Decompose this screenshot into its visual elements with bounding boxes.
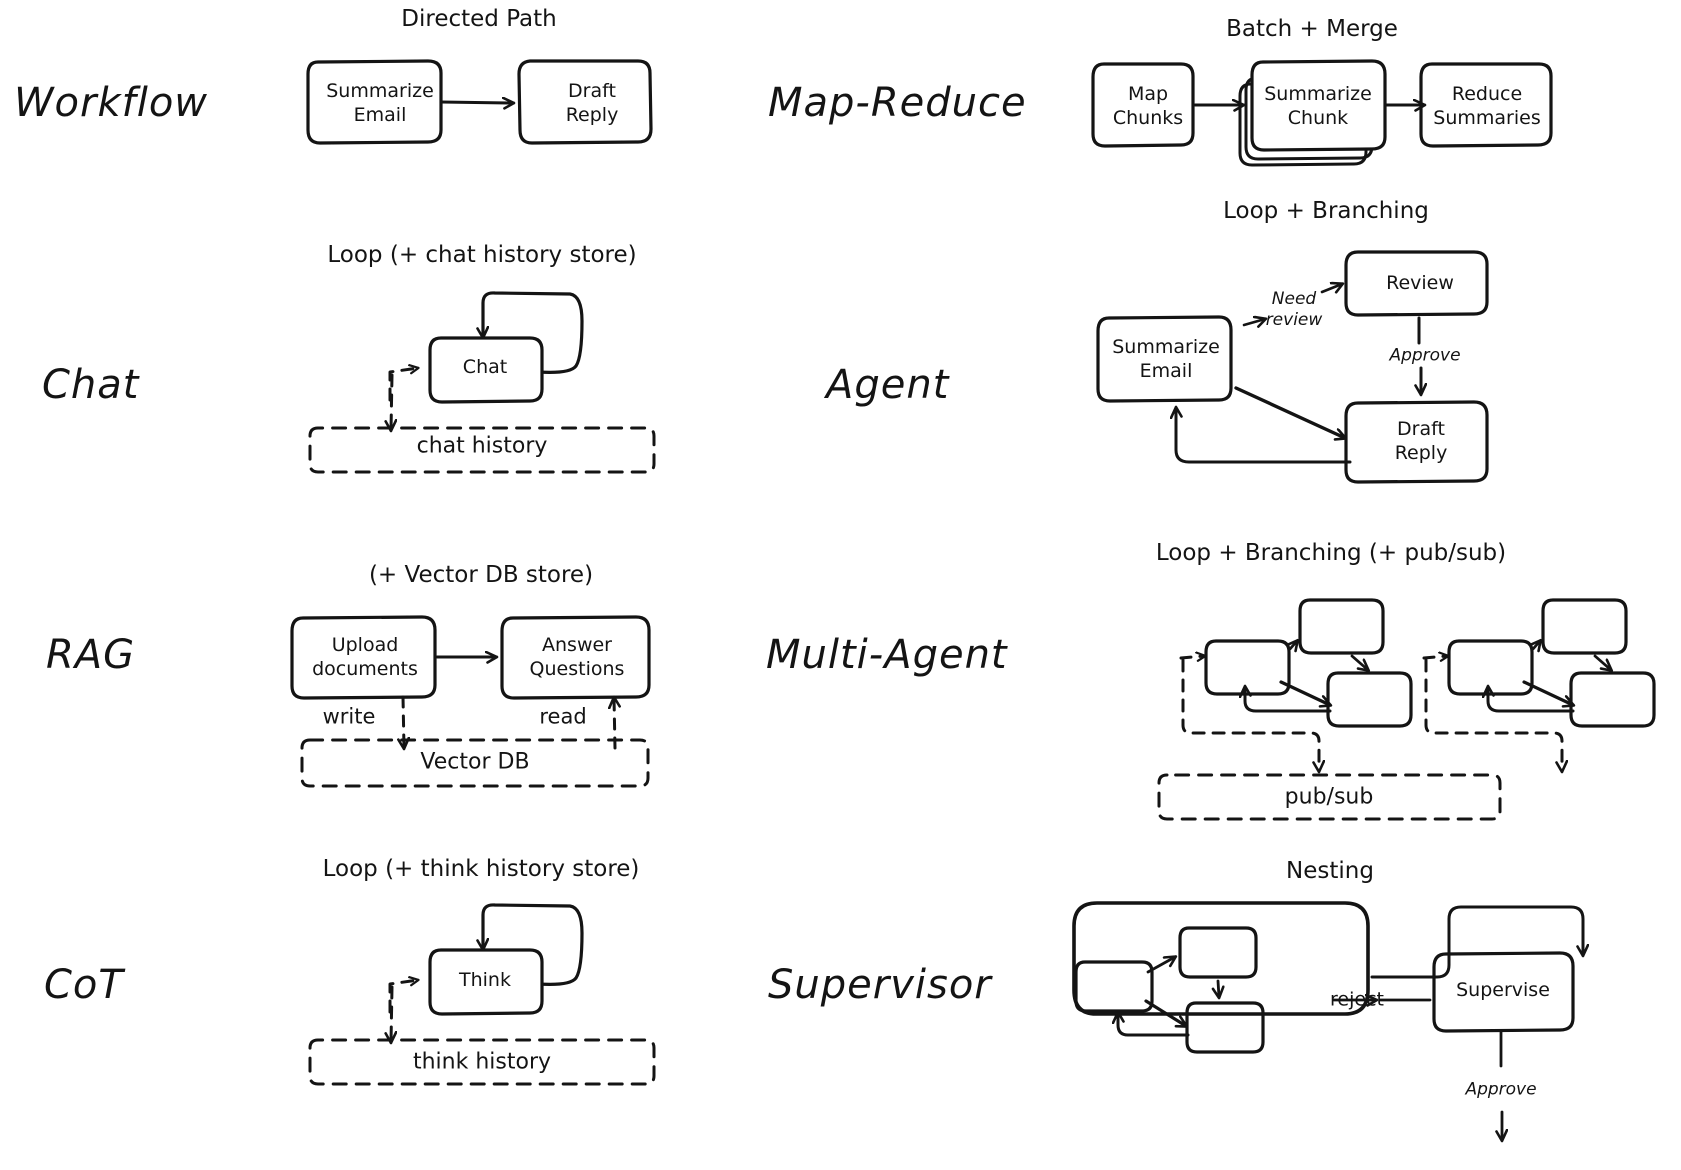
edge-chat-self-loop bbox=[483, 291, 584, 374]
node-sup-a[interactable] bbox=[1074, 960, 1154, 1013]
node-sup-c[interactable] bbox=[1185, 1001, 1265, 1054]
edge-ma-l-b-to-c bbox=[1350, 654, 1368, 670]
node-ma-r-b[interactable] bbox=[1541, 598, 1628, 655]
edge-chat-to-history-in bbox=[388, 368, 418, 402]
edge-think-to-history-out bbox=[391, 985, 392, 1042]
node-supervise[interactable] bbox=[1432, 951, 1575, 1033]
row-label-workflow: Workflow bbox=[14, 80, 209, 126]
edge-draft-to-summarize-loop bbox=[1176, 408, 1352, 464]
edge-sup-b-to-c bbox=[1218, 979, 1219, 997]
node-chat[interactable] bbox=[428, 336, 544, 404]
multi-agent-cluster-left bbox=[1179, 598, 1413, 771]
edge-label-need-review: Need review bbox=[1265, 289, 1323, 330]
supervisor-graph bbox=[1072, 901, 1583, 1140]
store-label-chat-history: chat history bbox=[416, 433, 548, 459]
node-upload-documents[interactable] bbox=[290, 615, 437, 700]
nesting-container[interactable] bbox=[1072, 901, 1370, 1016]
cot-graph bbox=[308, 903, 656, 1086]
edge-summarize-to-review bbox=[1242, 319, 1265, 325]
edge-label-write: write bbox=[322, 704, 376, 729]
edge-review-to-draft bbox=[1419, 316, 1421, 394]
rag-graph bbox=[290, 615, 651, 788]
edge-chat-to-history-out bbox=[391, 373, 392, 430]
node-summarize-email-2[interactable] bbox=[1096, 315, 1233, 403]
node-answer-questions[interactable] bbox=[500, 615, 651, 700]
node-think[interactable] bbox=[428, 948, 544, 1016]
edge-ma-r-a-to-c bbox=[1522, 680, 1573, 705]
edge-label-approve-supervisor: Approve bbox=[1465, 1079, 1537, 1100]
node-ma-l-b[interactable] bbox=[1298, 598, 1385, 655]
edge-ma-l-in bbox=[1179, 656, 1205, 658]
edge-ma-l-c-to-a-loop bbox=[1245, 687, 1332, 713]
store-label-think-history: think history bbox=[412, 1049, 552, 1075]
node-ma-l-a[interactable] bbox=[1204, 639, 1291, 696]
edge-ma-l-a-to-c bbox=[1279, 680, 1330, 705]
edge-sup-a-to-c bbox=[1144, 999, 1186, 1026]
workflow-graph bbox=[306, 59, 653, 145]
node-map-chunks[interactable] bbox=[1091, 62, 1195, 148]
node-summarize-chunk[interactable] bbox=[1250, 59, 1387, 152]
edge-summarize-to-draft-2 bbox=[1234, 386, 1345, 438]
store-vector-db[interactable] bbox=[300, 738, 650, 788]
edge-need-review-arrow bbox=[1320, 284, 1342, 292]
node-reduce-summaries[interactable] bbox=[1419, 62, 1553, 148]
node-draft-reply-1[interactable] bbox=[517, 59, 653, 145]
edge-nesting-to-supervise bbox=[1370, 905, 1583, 979]
map-reduce-graph bbox=[1091, 59, 1553, 167]
edge-label-approve-agent: Approve bbox=[1389, 345, 1461, 366]
node-ma-l-c[interactable] bbox=[1326, 671, 1413, 728]
row-label-map-reduce: Map-Reduce bbox=[768, 80, 1027, 126]
store-think-history[interactable] bbox=[308, 1038, 656, 1086]
edge-ma-r-c-to-a-loop bbox=[1488, 687, 1575, 713]
row-label-rag: RAG bbox=[46, 632, 136, 678]
store-label-pub-sub: pub/sub bbox=[1284, 784, 1374, 810]
chat-graph bbox=[308, 291, 656, 474]
edge-ma-l-a-to-b bbox=[1290, 641, 1297, 649]
edge-label-reject: reject bbox=[1330, 988, 1384, 1011]
node-draft-reply-2[interactable] bbox=[1344, 400, 1489, 484]
caption-loop-branching-pubsub: Loop + Branching (+ pub/sub) bbox=[1155, 540, 1507, 566]
row-label-multi-agent: Multi-Agent bbox=[766, 632, 1008, 678]
node-ma-r-c[interactable] bbox=[1569, 671, 1656, 728]
edge-supervise-approve bbox=[1501, 1029, 1502, 1140]
caption-batch-merge: Batch + Merge bbox=[1226, 16, 1398, 42]
edge-ma-r-b-to-c bbox=[1593, 654, 1611, 670]
edge-label-read: read bbox=[539, 704, 587, 729]
edge-summarize-to-draft bbox=[439, 102, 513, 103]
caption-vector-db-store: (+ Vector DB store) bbox=[368, 562, 594, 588]
row-label-chat: Chat bbox=[42, 362, 140, 408]
node-sup-b[interactable] bbox=[1178, 926, 1258, 979]
node-review[interactable] bbox=[1344, 250, 1489, 317]
edge-ma-r-a-to-b bbox=[1533, 641, 1540, 649]
caption-loop-branching: Loop + Branching bbox=[1223, 198, 1429, 224]
store-chat-history[interactable] bbox=[308, 426, 656, 474]
row-label-supervisor: Supervisor bbox=[768, 962, 992, 1008]
edge-think-self-loop bbox=[483, 903, 584, 986]
edge-ma-r-in bbox=[1422, 656, 1448, 658]
caption-nesting: Nesting bbox=[1286, 858, 1374, 884]
multi-agent-graph bbox=[1157, 598, 1656, 821]
node-summarize-email-1[interactable] bbox=[306, 59, 443, 145]
edge-ma-l-to-pubsub bbox=[1181, 658, 1319, 771]
multi-agent-cluster-right bbox=[1422, 598, 1656, 771]
store-label-vector-db: Vector DB bbox=[420, 749, 530, 775]
agent-graph bbox=[1096, 250, 1489, 484]
edge-think-to-history-in bbox=[388, 980, 418, 1014]
edge-ma-r-to-pubsub bbox=[1424, 658, 1562, 771]
edge-sup-c-to-a-loop bbox=[1118, 1013, 1190, 1037]
caption-directed-path: Directed Path bbox=[401, 6, 557, 32]
edge-sup-a-to-b bbox=[1146, 957, 1175, 974]
caption-loop-think: Loop (+ think history store) bbox=[322, 856, 640, 882]
node-ma-r-a[interactable] bbox=[1447, 639, 1534, 696]
store-pub-sub[interactable] bbox=[1157, 773, 1502, 821]
caption-loop-chat: Loop (+ chat history store) bbox=[327, 242, 637, 268]
row-label-agent: Agent bbox=[826, 362, 950, 408]
row-label-cot: CoT bbox=[44, 962, 124, 1008]
